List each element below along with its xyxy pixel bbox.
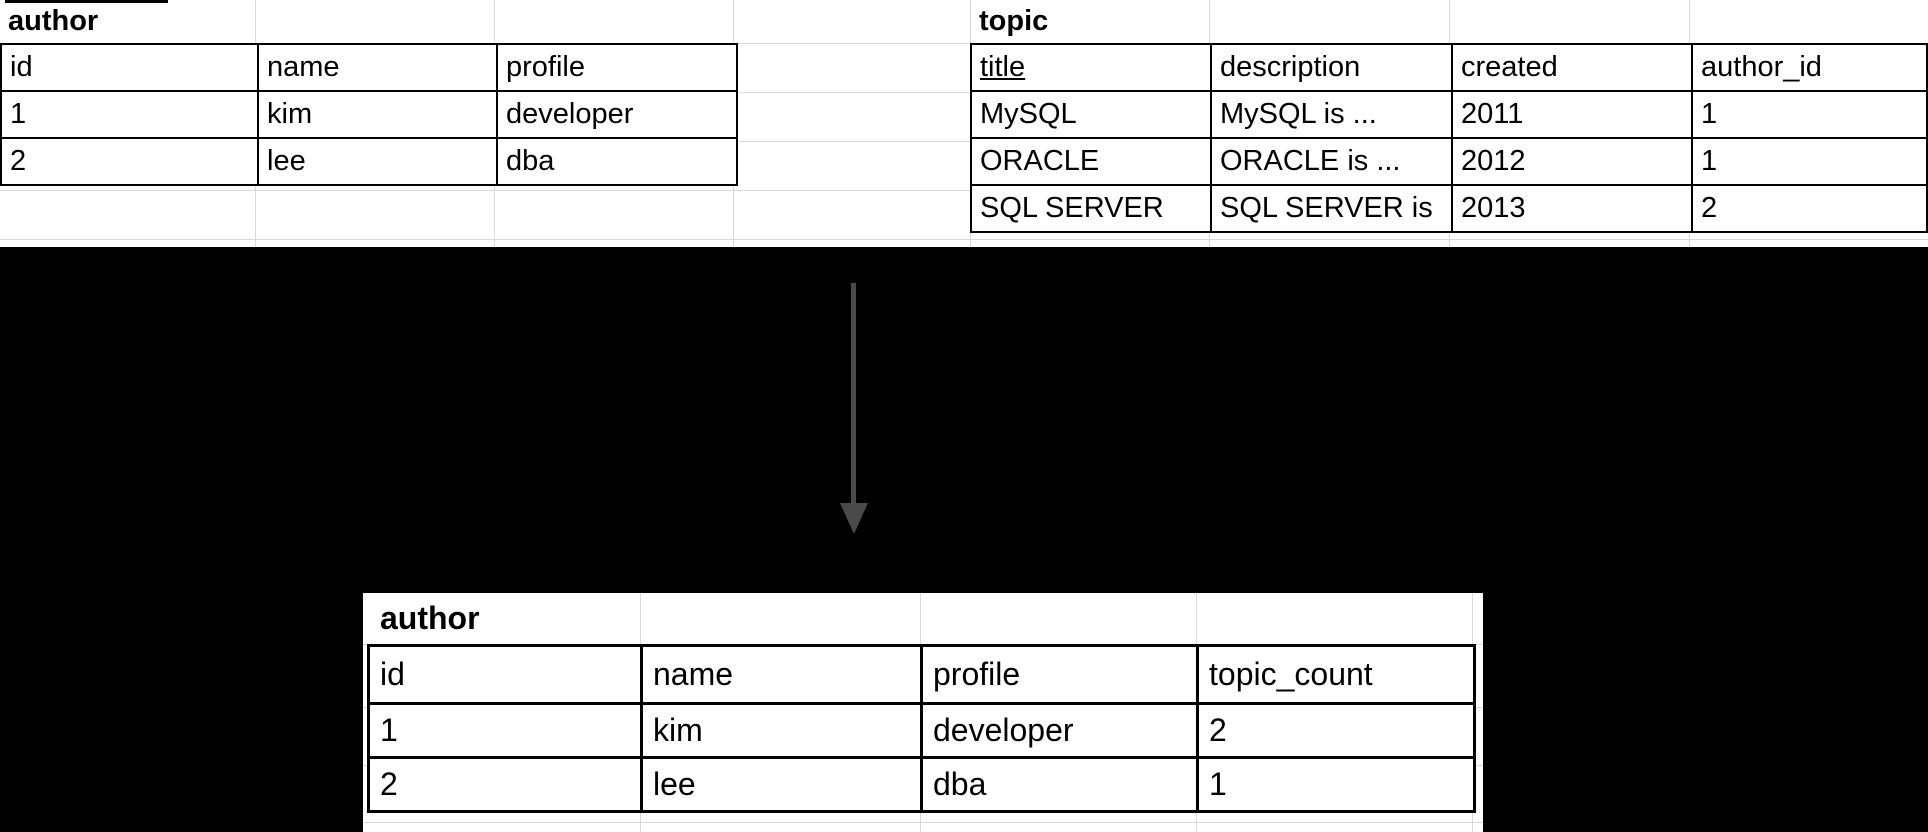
table-cell: 1 xyxy=(1691,137,1928,186)
table-row: SQL SERVER SQL SERVER is 2013 2 xyxy=(970,184,1928,233)
topic-table-label: topic xyxy=(979,5,1049,37)
table-cell: developer xyxy=(920,702,1199,759)
table-row: ORACLE ORACLE is ... 2012 1 xyxy=(970,137,1928,186)
topic-table: title description created author_id MySQ… xyxy=(970,43,1928,233)
result-table-sheet: author id name profile topic_count 1 kim… xyxy=(363,593,1483,832)
table-cell: SQL SERVER xyxy=(970,184,1212,233)
table-cell: developer xyxy=(496,90,738,139)
gridline xyxy=(0,141,1928,142)
table-cell: MySQL is ... xyxy=(1210,90,1453,139)
table-cell: 2 xyxy=(1196,702,1476,759)
table-cell: kim xyxy=(257,90,498,139)
arrow-shaft xyxy=(851,283,856,503)
result-col-header-topic-count: topic_count xyxy=(1196,644,1476,705)
result-col-header-id: id xyxy=(367,644,643,705)
table-header-row: id name profile topic_count xyxy=(367,644,1476,705)
gridline xyxy=(0,239,1928,240)
table-cell: 1 xyxy=(1691,90,1928,139)
table-row: 1 kim developer 2 xyxy=(367,702,1476,759)
table-cell: 1 xyxy=(0,90,259,139)
table-cell: MySQL xyxy=(970,90,1212,139)
author-col-header-id: id xyxy=(0,43,259,92)
table-cell: 1 xyxy=(367,702,643,759)
table-cell: lee xyxy=(640,756,923,813)
gridline xyxy=(0,190,1928,191)
table-header-row: id name profile xyxy=(0,43,738,92)
table-cell: 2013 xyxy=(1451,184,1693,233)
source-tables-sheet: author id name profile 1 kim developer 2… xyxy=(0,0,1928,247)
underlined-header-text: title xyxy=(980,51,1026,83)
author-col-header-name: name xyxy=(257,43,498,92)
result-col-header-name: name xyxy=(640,644,923,705)
table-row: 2 lee dba xyxy=(0,137,738,186)
table-cell: 2012 xyxy=(1451,137,1693,186)
table-cell: SQL SERVER is xyxy=(1210,184,1453,233)
table-cell: 2 xyxy=(1691,184,1928,233)
table-row: MySQL MySQL is ... 2011 1 xyxy=(970,90,1928,139)
table-cell: ORACLE is ... xyxy=(1210,137,1453,186)
result-col-header-profile: profile xyxy=(920,644,1199,705)
arrow-head xyxy=(840,503,868,534)
gridline xyxy=(363,822,1483,823)
author-table-label: author xyxy=(8,5,99,37)
table-row: 1 kim developer xyxy=(0,90,738,139)
author-table: id name profile 1 kim developer 2 lee db… xyxy=(0,43,738,186)
table-cell: lee xyxy=(257,137,498,186)
table-cell: ORACLE xyxy=(970,137,1212,186)
table-cell: 2011 xyxy=(1451,90,1693,139)
result-author-table-label: author xyxy=(380,600,480,636)
author-col-header-profile: profile xyxy=(496,43,738,92)
topic-col-header-author-id: author_id xyxy=(1691,43,1928,92)
topic-col-header-description: description xyxy=(1210,43,1453,92)
table-cell: 1 xyxy=(1196,756,1476,813)
result-author-table: id name profile topic_count 1 kim develo… xyxy=(367,644,1476,813)
table-cell: kim xyxy=(640,702,923,759)
gridline xyxy=(0,43,1928,44)
topic-col-header-title: title xyxy=(970,43,1212,92)
table-row: 2 lee dba 1 xyxy=(367,756,1476,813)
topic-col-header-created: created xyxy=(1451,43,1693,92)
table-cell: 2 xyxy=(0,137,259,186)
screenshot-artifact xyxy=(5,0,168,3)
table-header-row: title description created author_id xyxy=(970,43,1928,92)
table-cell: dba xyxy=(496,137,738,186)
table-cell: 2 xyxy=(367,756,643,813)
table-cell: dba xyxy=(920,756,1199,813)
gridline xyxy=(0,92,1928,93)
